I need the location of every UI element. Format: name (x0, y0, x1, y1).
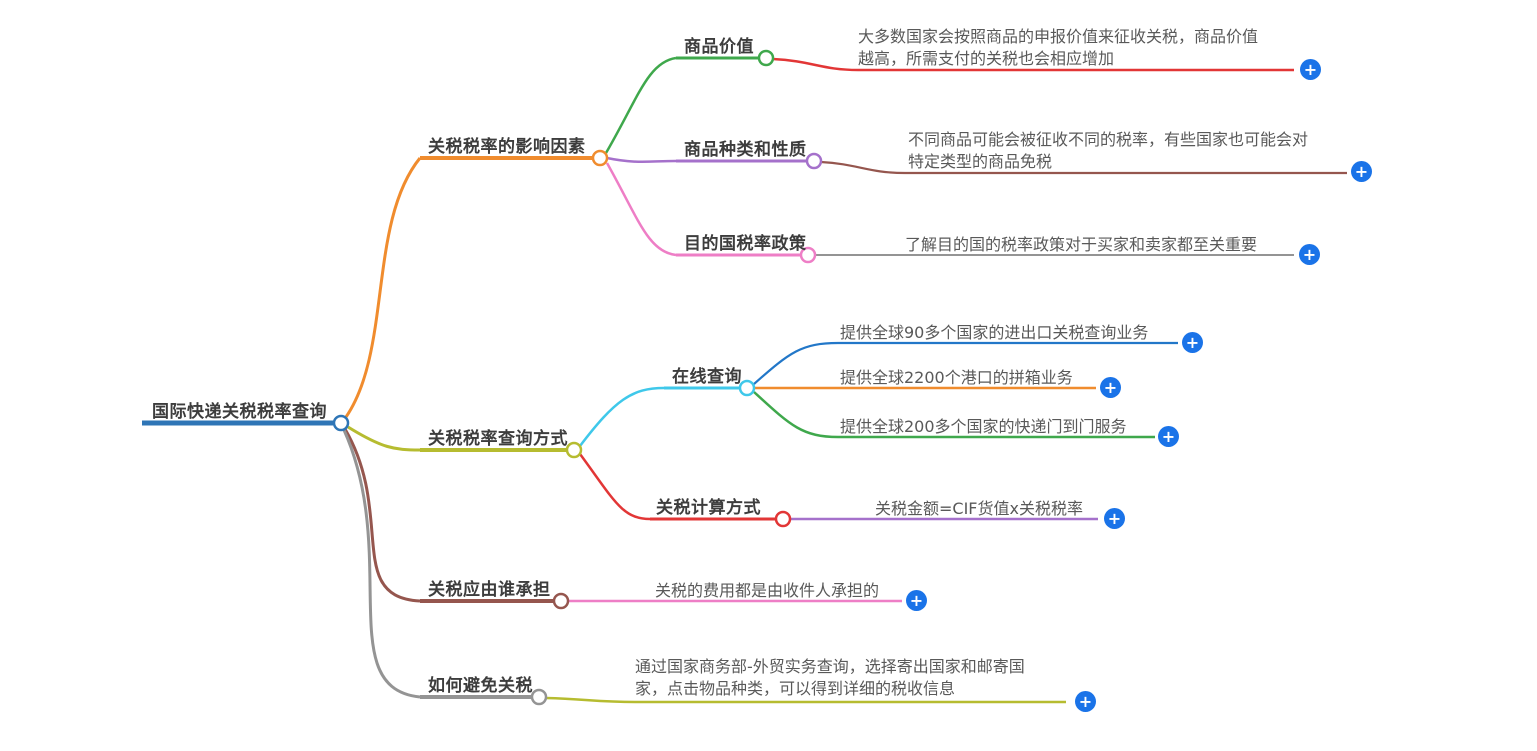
leaf-avoid-line (545, 696, 1066, 704)
edge-factors-to-goods-value (604, 56, 677, 154)
root-node-toggle[interactable] (332, 414, 350, 432)
edge-root-to-query-methods (347, 425, 421, 452)
add-node-button-online-3[interactable]: + (1158, 426, 1179, 447)
node-goods-value-label[interactable]: 商品价值 (684, 37, 754, 57)
branch-avoid-toggle[interactable] (530, 688, 548, 706)
node-calculation-toggle[interactable] (774, 510, 792, 528)
branch-who-bears-toggle[interactable] (552, 592, 570, 610)
branch-query-methods-label[interactable]: 关税税率查询方式 (428, 429, 568, 449)
branch-influencing-factors-toggle[interactable] (591, 149, 609, 167)
edge-root-to-influencing-factors (344, 157, 422, 418)
edge-factors-to-dest-policy (605, 162, 677, 257)
branch-query-methods-toggle[interactable] (565, 441, 583, 459)
branch-who-bears-label[interactable]: 关税应由谁承担 (428, 580, 551, 600)
root-node-label[interactable]: 国际快递关税税率查询 (152, 402, 327, 422)
leaf-goods-value-text[interactable]: 大多数国家会按照商品的申报价值来征收关税，商品价值越高，所需支付的关税也会相应增… (858, 27, 1259, 68)
leaf-calculation-text[interactable]: 关税金额=CIF货值x关税税率 (875, 499, 1083, 518)
leaf-online-query-3-text[interactable]: 提供全球200多个国家的快递门到门服务 (840, 417, 1127, 436)
add-node-button-who-bears[interactable]: + (906, 590, 927, 611)
leaf-online-query-3-line (753, 391, 1155, 439)
node-online-query-label[interactable]: 在线查询 (672, 367, 742, 387)
edge-root-to-avoid-tariff (342, 429, 421, 699)
leaf-who-bears-text[interactable]: 关税的费用都是由收件人承担的 (655, 581, 880, 600)
edge-methods-to-calculation (578, 453, 651, 521)
edge-root-to-who-bears (343, 428, 421, 603)
leaf-online-query-2-text[interactable]: 提供全球2200个港口的拼箱业务 (840, 368, 1073, 387)
leaf-goods-type-line (820, 160, 1347, 175)
node-goods-value-toggle[interactable] (757, 49, 775, 67)
node-goods-type-label[interactable]: 商品种类和性质 (684, 140, 807, 160)
leaf-online-query-1-text[interactable]: 提供全球90多个国家的进出口关税查询业务 (840, 323, 1149, 342)
node-goods-type-toggle[interactable] (805, 152, 823, 170)
add-node-button-online-2[interactable]: + (1100, 377, 1121, 398)
leaf-goods-value-line (772, 57, 1294, 72)
leaf-online-query-1-line (753, 341, 1178, 385)
branch-avoid-label[interactable]: 如何避免关税 (428, 676, 533, 696)
branch-influencing-factors-label[interactable]: 关税税率的影响因素 (428, 137, 586, 157)
node-calculation-label[interactable]: 关税计算方式 (656, 498, 761, 518)
add-node-button-goods-value[interactable]: + (1300, 59, 1321, 80)
leaf-dest-policy-text[interactable]: 了解目的国的税率政策对于买家和卖家都至关重要 (905, 235, 1258, 254)
leaf-avoid-text[interactable]: 通过国家商务部-外贸实务查询，选择寄出国家和邮寄国家，点击物品种类，可以得到详细… (635, 657, 1025, 698)
add-node-button-dest-policy[interactable]: + (1299, 244, 1320, 265)
add-node-button-avoid[interactable]: + (1075, 691, 1096, 712)
node-dest-policy-label[interactable]: 目的国税率政策 (684, 234, 807, 254)
edge-methods-to-online-query (579, 386, 665, 447)
add-node-button-online-1[interactable]: + (1182, 332, 1203, 353)
edge-factors-to-goods-type (606, 156, 677, 163)
add-node-button-calculation[interactable]: + (1104, 508, 1125, 529)
leaf-goods-type-text[interactable]: 不同商品可能会被征收不同的税率，有些国家也可能会对特定类型的商品免税 (908, 130, 1309, 171)
node-online-query-toggle[interactable] (738, 379, 756, 397)
node-dest-policy-toggle[interactable] (799, 246, 817, 264)
add-node-button-goods-type[interactable]: + (1351, 161, 1372, 182)
